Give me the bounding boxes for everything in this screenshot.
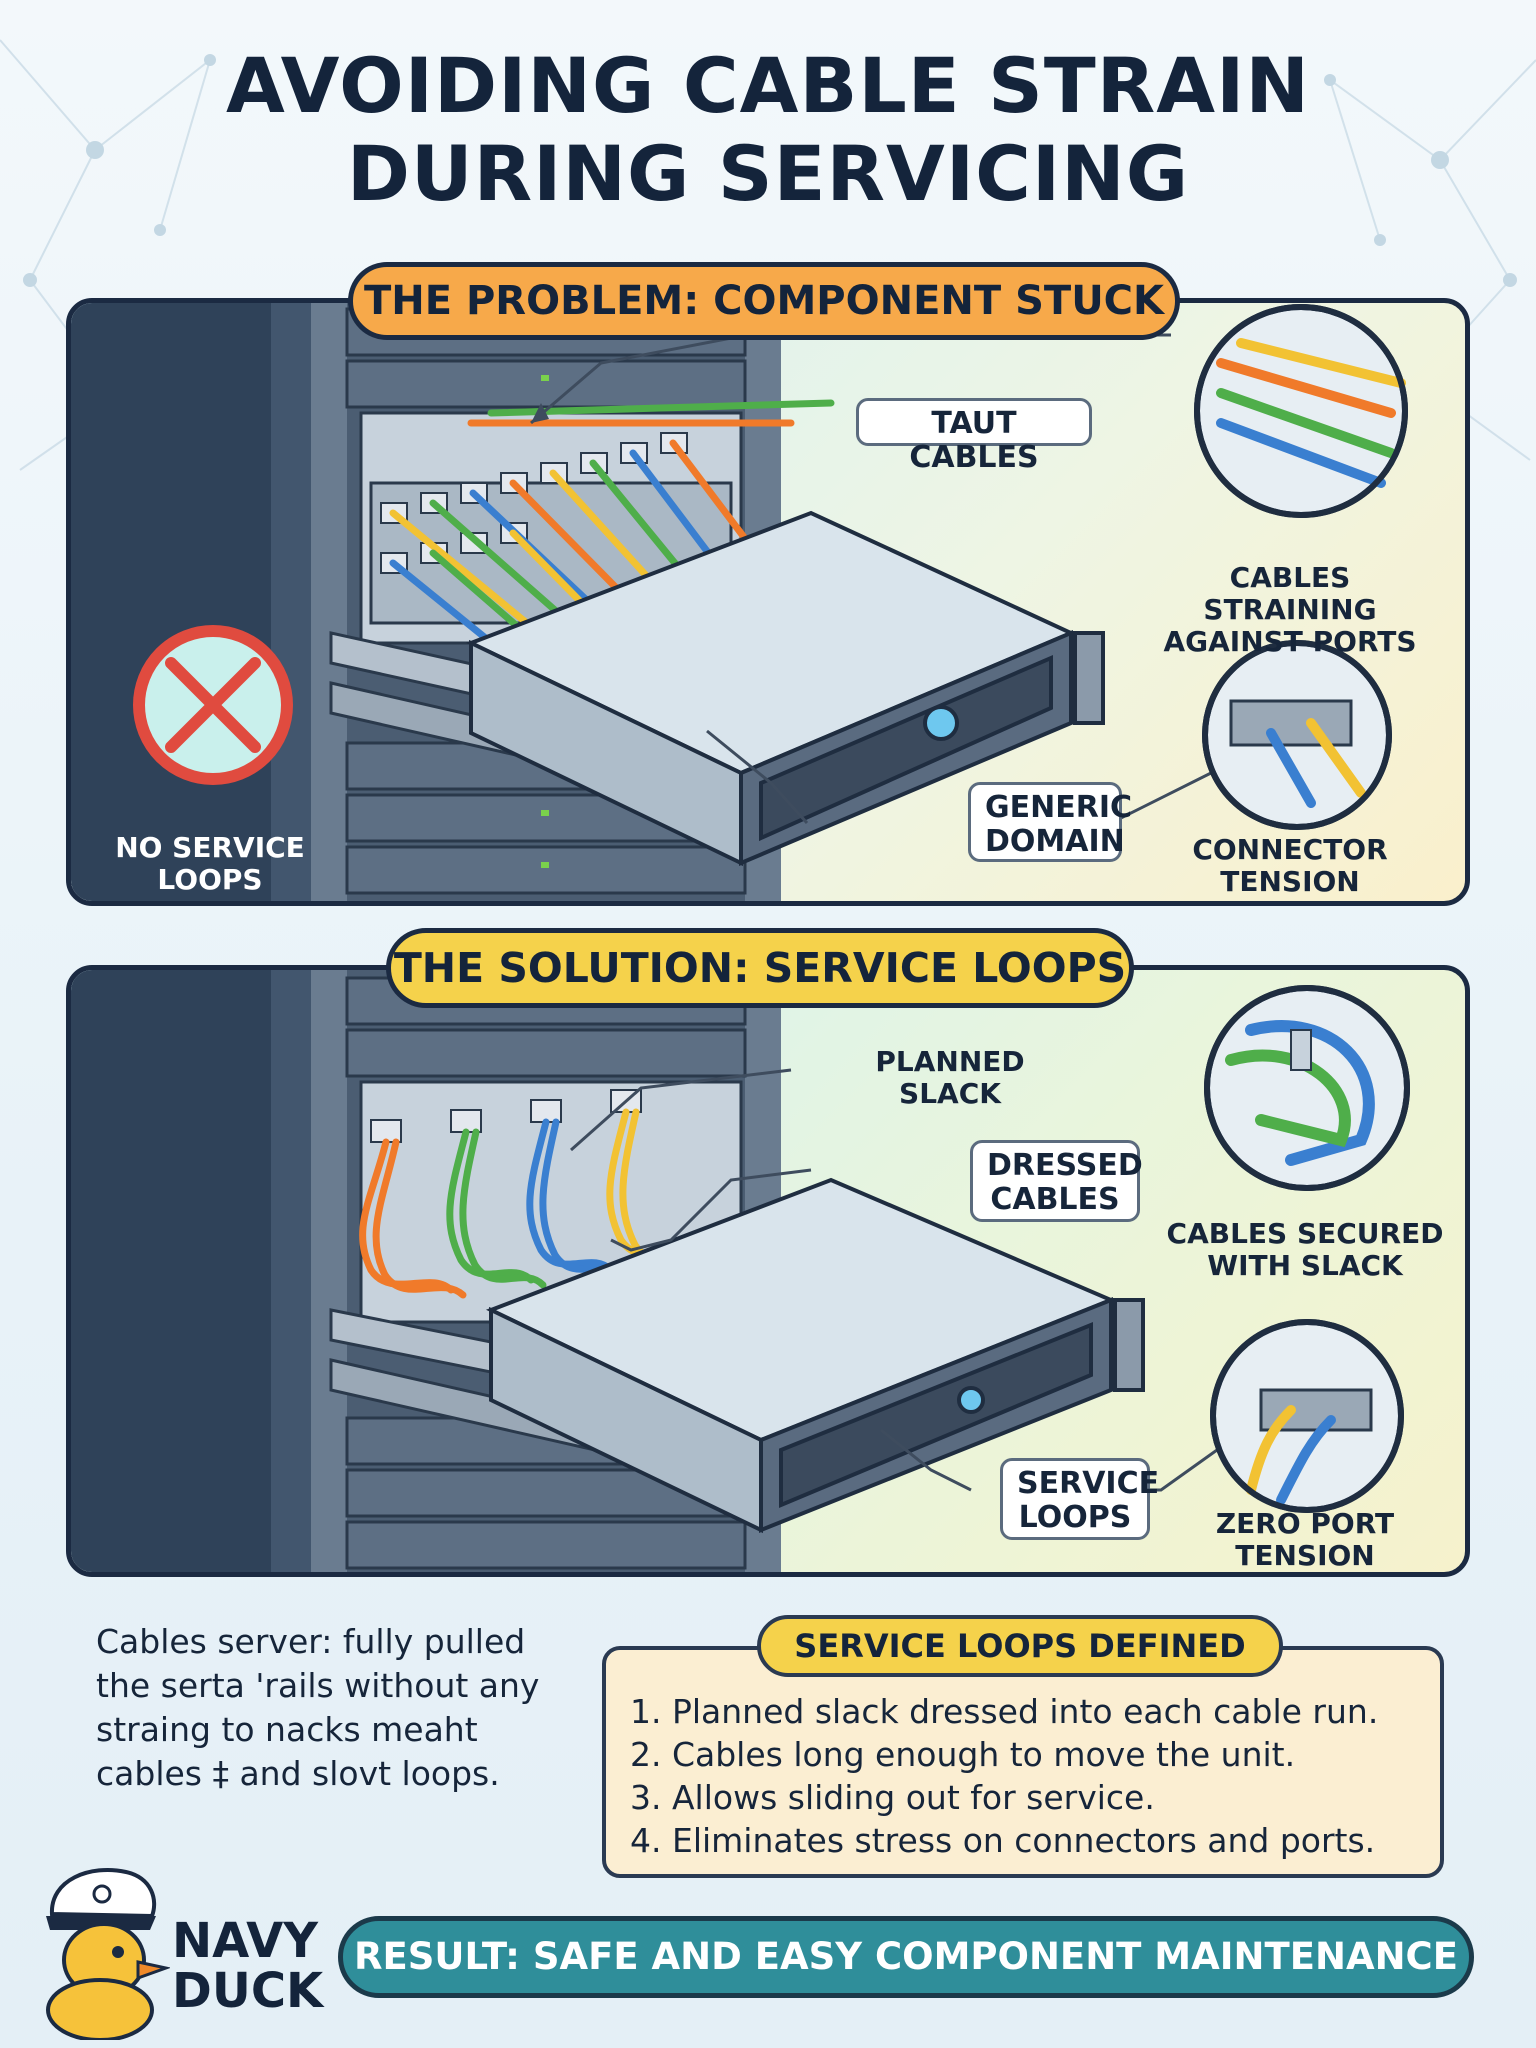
problem-illustration xyxy=(71,303,1408,901)
definition-item: 4. Eliminates stress on connectors and p… xyxy=(630,1821,1376,1860)
definition-header: SERVICE LOOPS DEFINED xyxy=(757,1615,1283,1677)
definition-item: 1. Planned slack dressed into each cable… xyxy=(630,1692,1379,1731)
problem-panel xyxy=(66,298,1470,906)
magnifier-circle xyxy=(1204,985,1410,1191)
taut-cables-callout: TAUT CABLES xyxy=(856,398,1092,475)
definition-list: 1. Planned slack dressed into each cable… xyxy=(630,1690,1440,1862)
no-entry-icon xyxy=(133,625,293,785)
server-chassis xyxy=(485,1177,1145,1534)
solution-header: THE SOLUTION: SERVICE LOOPS xyxy=(386,928,1134,1008)
definition-item: 3. Allows sliding out for service. xyxy=(630,1778,1155,1817)
result-banner: RESULT: SAFE AND EASY COMPONENT MAINTENA… xyxy=(338,1916,1474,1998)
solution-illustration xyxy=(71,970,1410,1572)
solution-panel xyxy=(66,965,1470,1577)
duck-mascot xyxy=(46,1867,170,2040)
definition-box xyxy=(602,1646,1444,1878)
page-title: AVOIDING CABLE STRAIN DURING SERVICING xyxy=(226,41,1310,218)
server-chassis xyxy=(465,510,1105,867)
body-text: Cables server: fully pulled the serta 'r… xyxy=(96,1622,540,1793)
magnifier-circle xyxy=(1210,1319,1404,1513)
magnifier-circle xyxy=(1202,640,1392,830)
definition-item: 2. Cables long enough to move the unit. xyxy=(630,1735,1296,1774)
magnifier-circle xyxy=(1194,304,1408,518)
captain-hat-icon xyxy=(46,1867,157,1930)
problem-header: THE PROBLEM: COMPONENT STUCK xyxy=(348,262,1180,340)
